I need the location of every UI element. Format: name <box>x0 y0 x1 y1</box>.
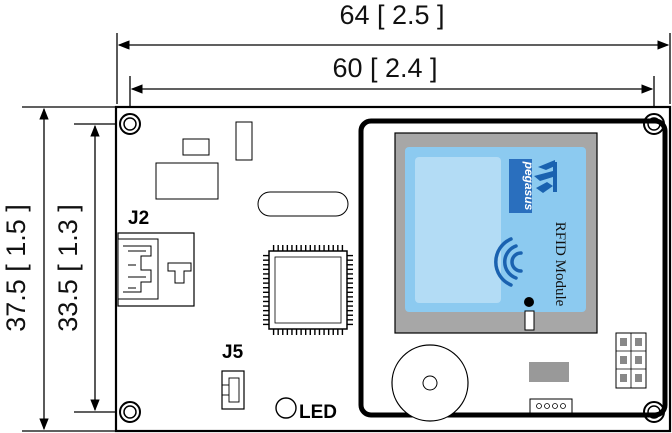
overall-width-dimension: 64 [ 2.5 ] <box>116 0 671 104</box>
four-pin-connector <box>529 398 573 414</box>
overall-height-dimension: 37.5 [ 1.5 ] <box>1 106 115 432</box>
usb-connector-j2: J2 <box>117 208 195 307</box>
module-label: RFID Module <box>552 222 568 307</box>
led-indicator: LED <box>275 397 337 423</box>
hole-spacing-height-dimension: 33.5 [ 1.3 ] <box>53 123 116 413</box>
rfid-wave-icon <box>494 237 523 287</box>
j5-label: J5 <box>222 342 244 363</box>
connector-j5: J5 <box>221 342 245 410</box>
small-component <box>155 162 219 200</box>
buzzer <box>391 344 469 422</box>
mounting-hole-icon <box>119 401 141 423</box>
brand-badge <box>509 159 532 213</box>
overall-width-label: 64 [ 2.5 ] <box>339 0 444 30</box>
rfid-module-window <box>415 157 501 303</box>
rfid-tab <box>524 310 535 331</box>
hole-spacing-width-dimension: 60 [ 2.4 ] <box>129 53 655 106</box>
j2-label: J2 <box>128 208 149 229</box>
pin-header <box>615 332 647 389</box>
led-label: LED <box>299 402 337 423</box>
small-component <box>182 138 210 156</box>
microcontroller-chip <box>263 245 353 335</box>
pegasus-logo-icon <box>534 160 557 193</box>
mounting-hole-icon <box>119 113 141 135</box>
gray-component <box>529 362 569 382</box>
overall-height-label: 37.5 [ 1.5 ] <box>1 204 31 332</box>
rfid-module: pegasus RFID Module <box>394 132 598 334</box>
crystal-oscillator <box>257 191 349 217</box>
hole-spacing-height-label: 33.5 [ 1.3 ] <box>53 204 83 332</box>
hole-spacing-width-label: 60 [ 2.4 ] <box>332 53 437 83</box>
rfid-antenna-outline <box>358 118 668 418</box>
rfid-status-dot <box>524 297 534 307</box>
brand-label: pegasus <box>522 161 536 211</box>
small-component <box>235 121 253 161</box>
